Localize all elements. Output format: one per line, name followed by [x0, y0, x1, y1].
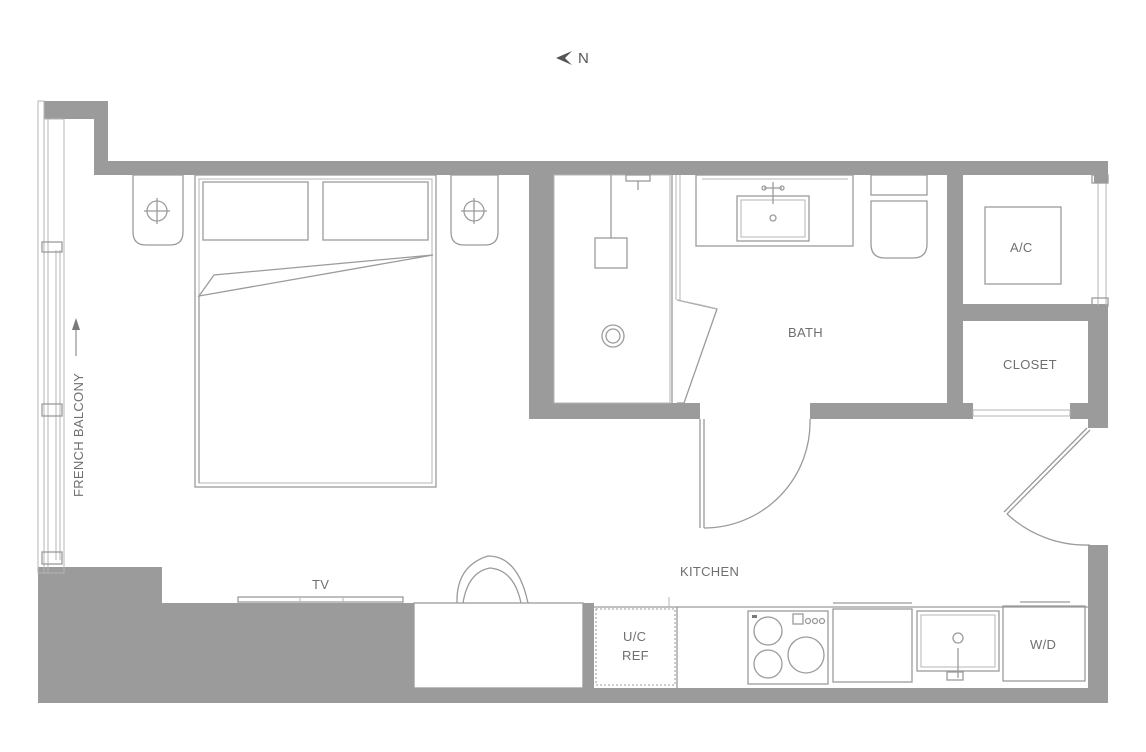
kitchen-faucet-base: [946, 671, 964, 681]
blanket: [197, 254, 434, 297]
window-frame: [37, 100, 45, 574]
wall: [583, 603, 594, 693]
faucet-knob: [761, 185, 767, 191]
shower-door: [676, 299, 718, 404]
toilet-icon: [870, 200, 928, 259]
pillow: [322, 181, 429, 241]
north-label: N: [578, 50, 589, 67]
ac-window-cap: [1091, 174, 1109, 184]
balcony-window: [37, 100, 80, 574]
bed-frame: [194, 174, 437, 488]
wall: [94, 161, 1108, 175]
chair-back: [462, 567, 522, 604]
walls: [38, 101, 1108, 703]
sink-bowl: [740, 199, 806, 238]
ac-window-cap: [1091, 297, 1109, 307]
shower-head: [594, 237, 628, 269]
window-frame: [43, 118, 65, 574]
pillow: [202, 181, 309, 241]
dishwasher: [832, 608, 913, 683]
bed: [132, 174, 499, 488]
washer-dryer-label: W/D: [1030, 637, 1056, 652]
vanity: [695, 174, 854, 247]
toilet-tank: [870, 174, 928, 196]
tv-console: [237, 596, 404, 603]
cooktop-knob: [804, 617, 812, 625]
kitchen-sink-drain: [952, 632, 964, 644]
bath-label: BATH: [788, 325, 823, 340]
entry-door-swing: [1006, 513, 1091, 546]
shower-drain-inner: [605, 328, 621, 344]
cooktop-control: [792, 613, 804, 625]
burner-icon: [753, 616, 783, 646]
tv-label: TV: [312, 577, 329, 592]
ac-room: [984, 174, 1109, 307]
shower-drain: [601, 324, 625, 348]
bed-mattress: [198, 178, 433, 484]
faucet-knob: [779, 185, 785, 191]
washer-dryer: [1002, 605, 1086, 682]
entry-door: [1003, 427, 1088, 513]
fridge: [595, 608, 676, 686]
north-arrow: N: [556, 50, 589, 67]
ac-unit: [984, 206, 1062, 285]
sink-drain: [769, 214, 777, 222]
wall: [1070, 403, 1108, 419]
shower-valve: [625, 174, 651, 182]
kitchen-label: KITCHEN: [680, 564, 739, 579]
burner-icon: [787, 636, 825, 674]
ac-window: [1097, 182, 1107, 307]
closet: [972, 409, 1091, 546]
wall: [947, 304, 1108, 321]
wall: [1088, 306, 1108, 428]
nightstand-left: [132, 174, 184, 246]
ref-label-line1: U/C: [623, 629, 646, 644]
wall: [1094, 161, 1108, 183]
tv-desk: [237, 555, 584, 689]
entry-door: [1006, 429, 1091, 515]
window-mullion: [41, 551, 63, 565]
wall: [529, 403, 700, 419]
shower-door-arc: [676, 299, 718, 310]
wall: [810, 403, 973, 419]
nightstand-right: [450, 174, 499, 246]
cooktop-indicator: [752, 615, 757, 618]
shower-area: [553, 174, 671, 404]
wall: [44, 101, 108, 119]
kitchen: [594, 597, 1088, 688]
closet-door-track: [972, 409, 1071, 417]
bath-door-swing: [703, 418, 811, 529]
bathroom: [695, 174, 928, 529]
cooktop: [747, 610, 829, 685]
shower: [553, 174, 718, 404]
burner-icon: [753, 649, 783, 679]
ac-label: A/C: [1010, 240, 1033, 255]
wall: [94, 101, 108, 175]
wall: [38, 603, 414, 703]
cooktop-knob: [811, 617, 819, 625]
wall: [1088, 545, 1108, 703]
wall: [529, 161, 554, 419]
window-mullion: [41, 241, 63, 253]
slide-arrow-icon: [72, 318, 80, 330]
wall: [947, 161, 963, 419]
north-arrow-icon: [556, 51, 572, 65]
window-mullion: [41, 403, 63, 417]
balcony-label: FRENCH BALCONY: [71, 373, 86, 497]
cooktop-knob: [818, 617, 826, 625]
chair: [456, 555, 529, 604]
ref-label-line2: REF: [622, 648, 649, 663]
desk: [413, 602, 584, 689]
closet-label: CLOSET: [1003, 357, 1057, 372]
